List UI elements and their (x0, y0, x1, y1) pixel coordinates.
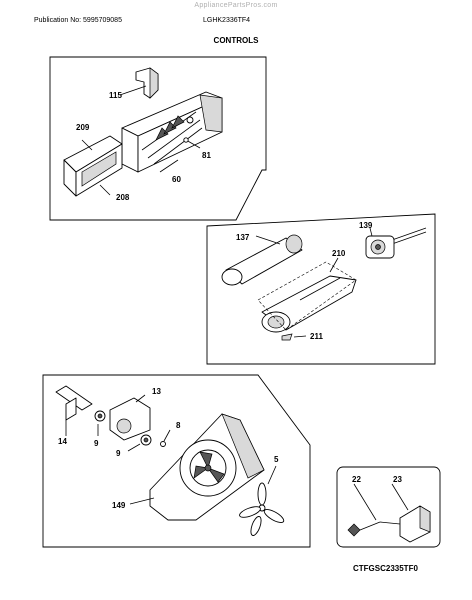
label-23: 23 (393, 475, 402, 484)
part-22-wire (347, 483, 381, 537)
label-208: 208 (116, 193, 130, 202)
part-60-housing (121, 91, 223, 173)
label-210: 210 (332, 249, 346, 258)
label-209: 209 (76, 123, 90, 132)
part-137-light-tube (221, 234, 303, 286)
page-title: CONTROLS (213, 36, 259, 45)
label-60: 60 (172, 175, 181, 184)
diagram-code: CTFGSC2335TF0 (353, 564, 418, 573)
panel-harness: 22 23 (336, 466, 441, 548)
part-14-bracket (55, 385, 93, 436)
part-8-screw (160, 429, 171, 447)
part-13-motor (109, 394, 151, 441)
panel-control-housing: 115 209 81 60 208 (49, 56, 267, 221)
watermark: AppliancePartsPros.com (194, 2, 278, 9)
part-115-clip (119, 67, 159, 99)
panel-frame (336, 466, 441, 548)
label-9-left: 9 (94, 439, 99, 448)
panel-thermostat: 137 139 210 211 (206, 213, 436, 365)
part-81-screw (183, 137, 201, 149)
label-8: 8 (176, 421, 181, 430)
label-149: 149 (112, 501, 126, 510)
part-139-thermostat (365, 227, 427, 259)
panel-frame (49, 56, 267, 221)
part-149-fan-shroud (129, 413, 265, 521)
label-139: 139 (359, 221, 373, 230)
publication-number: Publication No: 5995709085 (34, 17, 122, 24)
label-137: 137 (236, 233, 250, 242)
model-number: LGHK2336TF4 (203, 17, 251, 24)
label-9-right: 9 (116, 449, 121, 458)
label-14: 14 (58, 437, 67, 446)
panel-fan-assembly: 13 8 14 9 9 5 149 (42, 374, 311, 548)
part-9-grommets (94, 410, 152, 452)
label-22: 22 (352, 475, 361, 484)
part-211-clip (281, 333, 307, 341)
label-115: 115 (109, 91, 122, 100)
label-211: 211 (310, 332, 323, 341)
part-210-cover (257, 257, 357, 333)
label-5: 5 (274, 455, 279, 464)
label-81: 81 (202, 151, 211, 160)
part-209-208-panel (63, 135, 123, 197)
part-23-connector (379, 483, 431, 543)
label-13: 13 (152, 387, 161, 396)
part-5-fan-blade (239, 465, 285, 536)
panel-frame (206, 213, 436, 365)
panel-frame (42, 374, 311, 548)
